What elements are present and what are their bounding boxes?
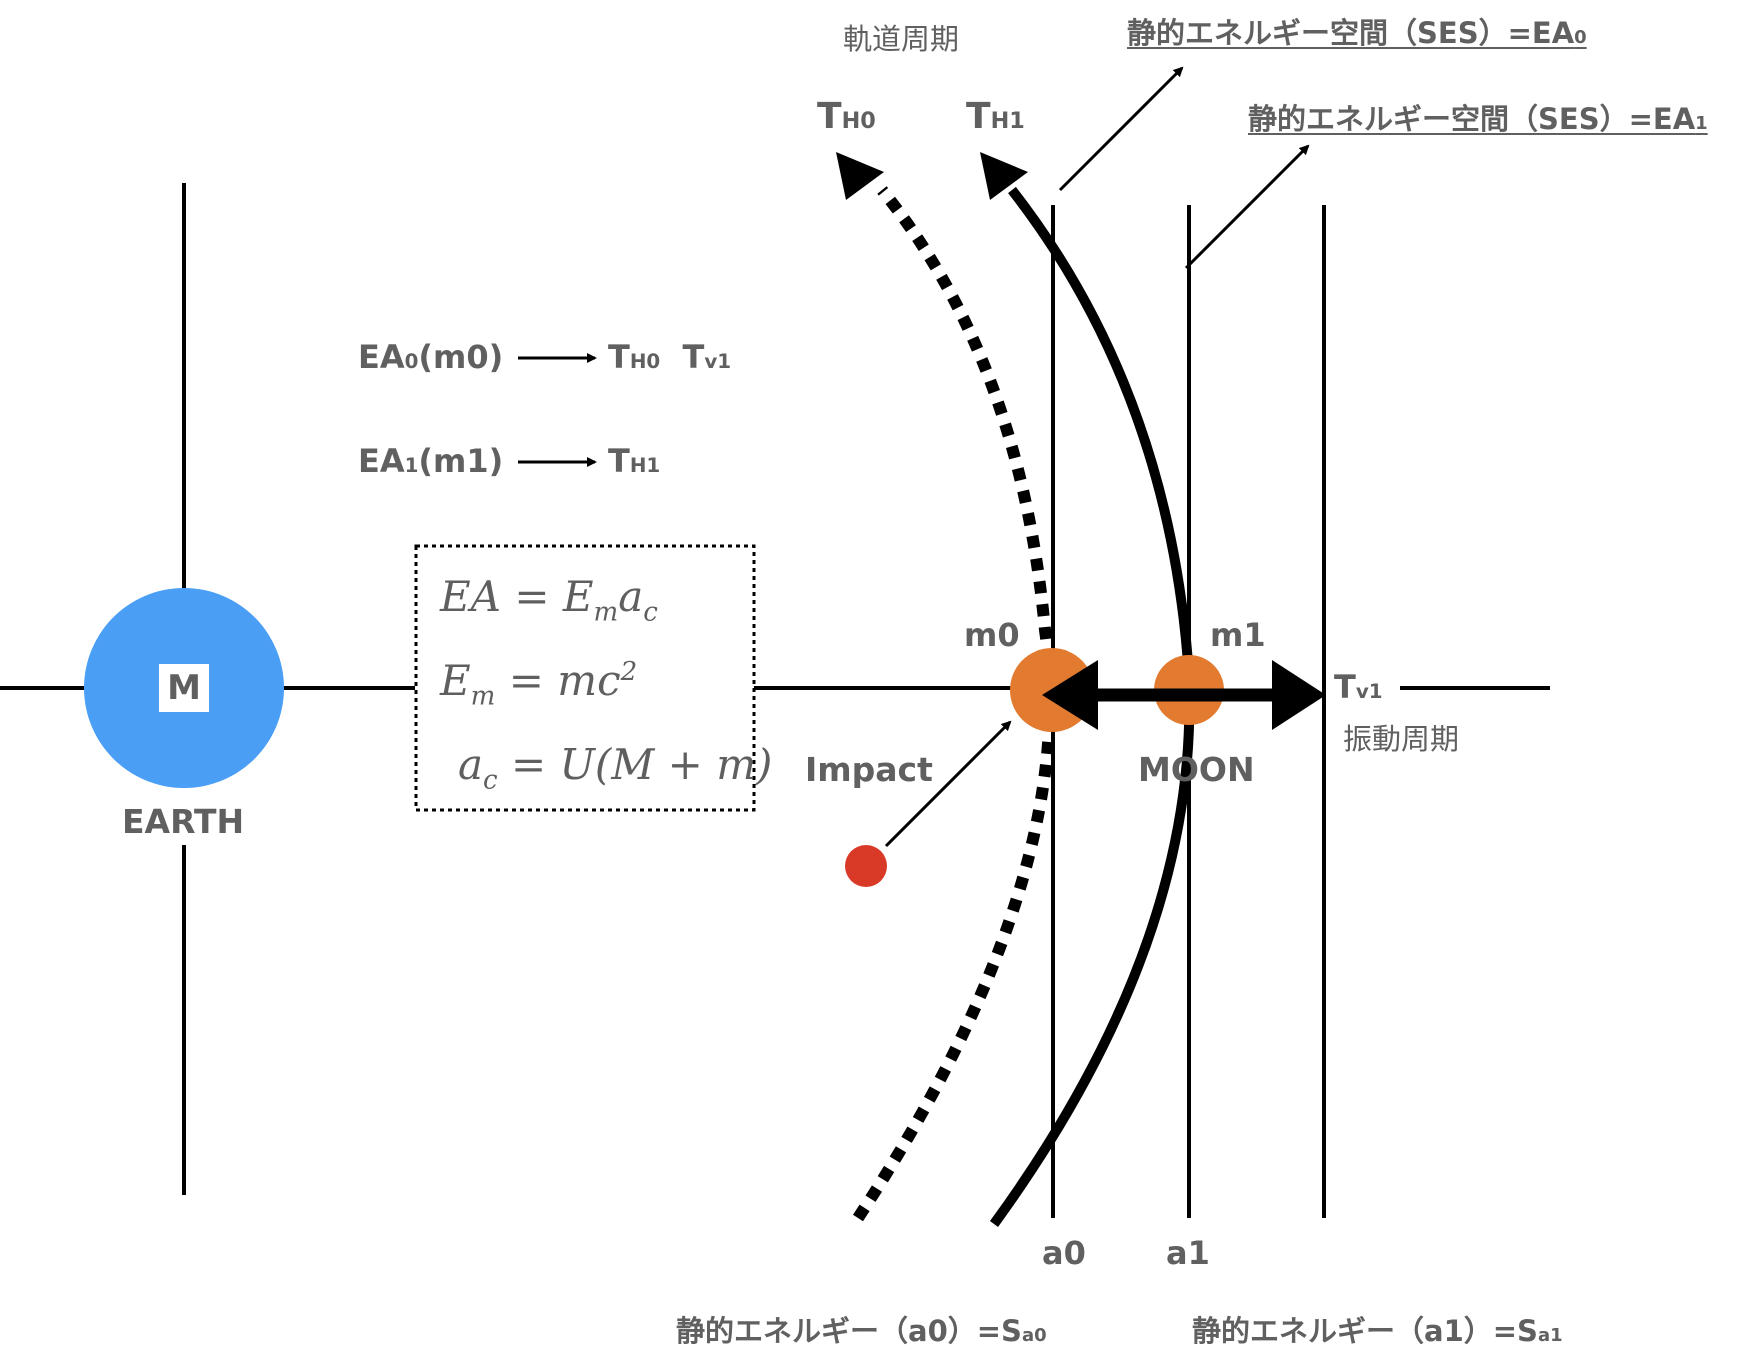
th1-label: TH1 [966,96,1025,137]
orbit-th1-solid [989,186,1195,1227]
relation-0-rhs: TH0 Tv1 [608,338,732,376]
orbit-th0-arrowhead [836,152,884,200]
static-energy-a0-label: 静的エネルギー（a0）=Sa0 [676,1314,1047,1348]
impact-arrow [884,720,1012,848]
vibration-arrowhead-left [1042,660,1098,730]
earth-label: EARTH [122,802,245,841]
relation-1-lhs: EA1(m1) [358,442,504,480]
orbit-th0-dotted [852,186,1056,1222]
earth-mass-symbol: M [159,664,209,712]
formula-ea: EA = Emac [440,572,658,628]
m1-label: m1 [1210,616,1266,654]
ses1-pointer [1184,144,1310,270]
tv1-label: Tv1 [1334,668,1383,706]
impact-body [845,845,887,887]
static-energy-a1-label: 静的エネルギー（a1）=Sa1 [1192,1314,1563,1348]
formula-box [414,544,756,812]
a0-label: a0 [1042,1234,1086,1272]
impact-label: Impact [805,750,933,789]
th0-label: TH0 [817,96,876,137]
ses0-label: 静的エネルギー空間（SES）=EA0 [1127,16,1587,50]
a1-label: a1 [1166,1234,1210,1272]
ses0-pointer [1058,66,1184,192]
vibration-period-caption: 振動周期 [1343,722,1460,756]
orbital-period-title: 軌道周期 [843,22,960,56]
formula-em: Em = mc2 [440,656,638,712]
moon-label: MOON [1138,750,1255,789]
relation-1-rhs: TH1 [608,442,661,480]
orbit-th1-arrowhead [980,152,1028,200]
relation-0-lhs: EA0(m0) [358,338,504,376]
vibration-arrowhead-right [1272,660,1326,730]
ses1-label: 静的エネルギー空間（SES）=EA1 [1248,102,1708,136]
m0-label: m0 [964,616,1020,654]
formula-ac: ac = U(M + m) [458,740,773,796]
